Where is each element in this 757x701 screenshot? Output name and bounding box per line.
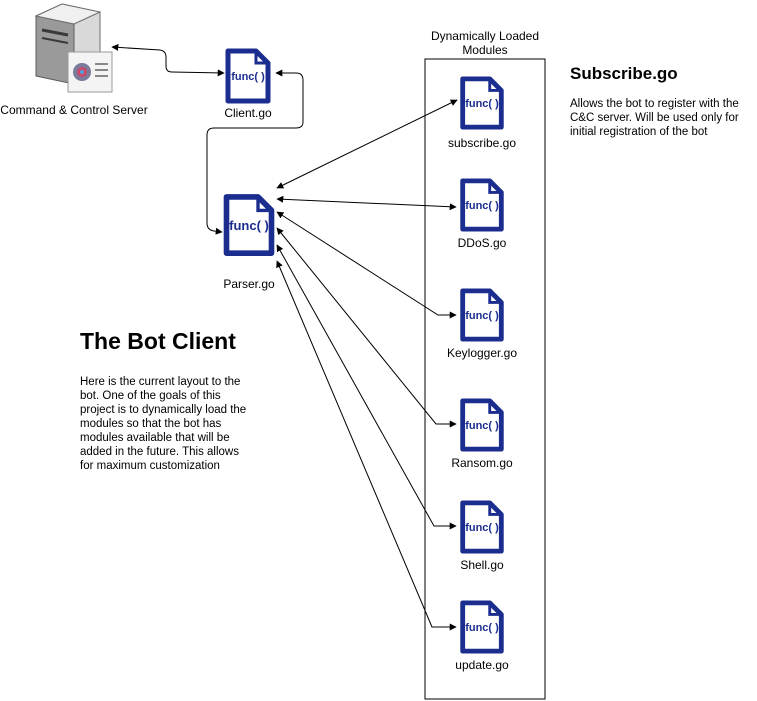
bot-client-title: The Bot Client <box>80 328 236 354</box>
parser-file-icon: func( ) <box>227 197 272 253</box>
module-icon-subscribe: func( ) <box>463 79 502 127</box>
connector-parser-keylogger <box>276 211 457 319</box>
parser-label: Parser.go <box>223 277 275 291</box>
bot-client-line: bot. One of the goals of this <box>80 390 221 402</box>
bot-client-line: modules so that the bot has <box>80 418 222 430</box>
connector-server-client <box>111 43 225 77</box>
connector-parser-subscribe <box>276 99 458 189</box>
subscribe-info-description: Allows the bot to register with the C&C … <box>570 97 739 139</box>
connector-parser-update <box>276 260 457 631</box>
module-icon-text: func( ) <box>465 622 499 634</box>
module-icon-ransom: func( ) <box>463 401 502 449</box>
bot-client-line: Here is the current layout to the <box>80 376 241 388</box>
bot-client-line: project is to dynamically load the <box>80 404 247 416</box>
module-icon-text: func( ) <box>465 98 499 110</box>
module-icon-shell: func( ) <box>463 503 502 551</box>
module-label-shell: Shell.go <box>460 558 504 572</box>
bot-client-line: modules available that will be <box>80 432 230 444</box>
module-label-subscribe: subscribe.go <box>447 136 517 150</box>
module-label-ddos: DDoS.go <box>457 236 507 250</box>
subscribe-info-line: Allows the bot to register with the <box>570 98 739 110</box>
module-label-ransom: Ransom.go <box>451 456 513 470</box>
module-icon-ddos: func( ) <box>463 181 502 229</box>
module-icon-keylogger: func( ) <box>463 291 502 339</box>
modules-container-title-1: Dynamically Loaded <box>430 29 540 43</box>
parser-icon-text: func( ) <box>229 218 269 233</box>
module-icon-text: func( ) <box>465 310 499 322</box>
module-label-keylogger: Keylogger.go <box>446 346 518 360</box>
bot-client-description: Here is the current layout to the bot. O… <box>80 375 246 473</box>
bot-client-line: added in the future. This allows <box>80 446 239 458</box>
subscribe-info-line: C&C server. Will be used only for <box>570 112 739 124</box>
module-icon-update: func( ) <box>463 603 502 651</box>
module-icon-text: func( ) <box>465 200 499 212</box>
connector-parser-ransom <box>276 227 457 428</box>
module-label-update: update.go <box>455 658 509 672</box>
client-label: Client.go <box>224 106 272 120</box>
bot-client-line: for maximum customization <box>80 460 220 472</box>
modules-container-title-2: Modules <box>462 43 508 57</box>
subscribe-info-title: Subscribe.go <box>570 64 678 83</box>
server-label: Command & Control Server <box>0 103 148 117</box>
client-file-icon: func( ) <box>228 51 268 101</box>
connector-client-parser <box>206 69 304 235</box>
subscribe-info-line: initial registration of the bot <box>570 126 708 138</box>
module-icon-text: func( ) <box>465 522 499 534</box>
connector-parser-ddos <box>276 195 457 211</box>
module-icon-text: func( ) <box>465 420 499 432</box>
server-icon <box>34 3 113 93</box>
client-icon-text: func( ) <box>231 71 265 83</box>
connector-parser-shell <box>276 244 457 530</box>
